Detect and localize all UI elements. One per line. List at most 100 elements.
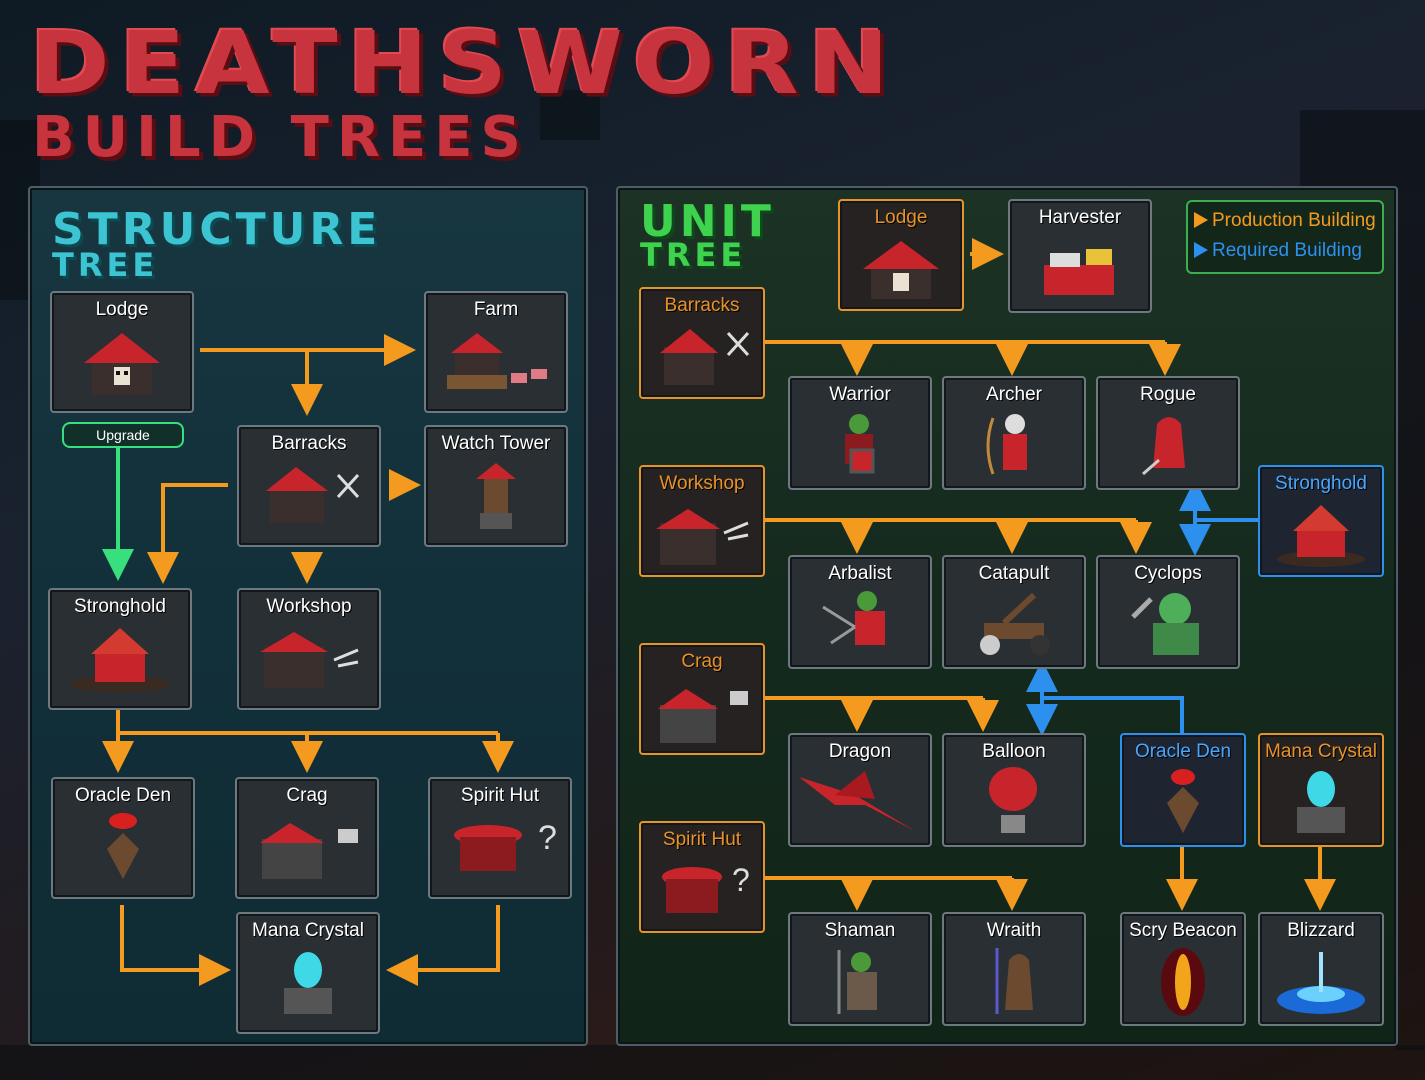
rogue-icon	[1142, 417, 1185, 476]
card-label: Crag	[286, 785, 328, 806]
legend-required-label: Required Building	[1212, 240, 1362, 261]
card-label: Oracle Den	[74, 785, 172, 806]
unit-card-balloon[interactable]: Balloon	[942, 733, 1086, 847]
card-label: Warrior	[829, 384, 891, 405]
legend: Production Building Required Building	[1186, 200, 1384, 274]
unit-tree-heading: UNIT	[640, 196, 775, 247]
card-label: Stronghold	[1275, 473, 1367, 494]
unit-card-mana-crystal[interactable]: Mana Crystal	[1258, 733, 1384, 847]
card-label: Watch Tower	[441, 433, 551, 454]
mana-crystal-icon	[1297, 771, 1345, 833]
structure-card-lodge[interactable]: Lodge	[50, 291, 194, 413]
watch-tower-icon	[476, 463, 516, 529]
unit-card-archer[interactable]: Archer	[942, 376, 1086, 490]
structure-card-spirit-hut[interactable]: Spirit Hut ?	[428, 777, 572, 899]
mana-crystal-icon	[284, 952, 332, 1014]
unit-card-blizzard[interactable]: Blizzard	[1258, 912, 1384, 1026]
wraith-icon	[995, 948, 1033, 1014]
structure-card-crag[interactable]: Crag	[235, 777, 379, 899]
unit-card-rogue[interactable]: Rogue	[1096, 376, 1240, 490]
structure-card-watch-tower[interactable]: Watch Tower	[424, 425, 568, 547]
structure-card-workshop[interactable]: Workshop	[237, 588, 381, 710]
oracle-den-icon	[1167, 769, 1199, 833]
barracks-icon	[660, 329, 750, 385]
farm-icon	[447, 333, 547, 389]
card-label: Workshop	[659, 473, 745, 494]
structure-card-stronghold[interactable]: Stronghold	[48, 588, 192, 710]
lodge-icon	[84, 333, 160, 395]
card-label: Lodge	[874, 207, 928, 228]
card-label: Rogue	[1140, 384, 1196, 405]
legend-production: Production Building	[1194, 210, 1376, 232]
card-label: Farm	[473, 299, 519, 320]
unit-card-workshop[interactable]: Workshop	[639, 465, 765, 577]
unit-card-barracks[interactable]: Barracks	[639, 287, 765, 399]
unit-card-scry-beacon[interactable]: Scry Beacon	[1120, 912, 1246, 1026]
page-title: DEATHSWORN	[30, 12, 899, 114]
spirit-hut-icon: ?	[454, 819, 557, 871]
workshop-icon	[260, 632, 359, 688]
page-subtitle: BUILD TREES	[32, 105, 529, 170]
structure-card-oracle-den[interactable]: Oracle Den	[51, 777, 195, 899]
unit-card-catapult[interactable]: Catapult	[942, 555, 1086, 669]
unit-card-arbalist[interactable]: Arbalist	[788, 555, 932, 669]
archer-icon	[986, 414, 1027, 475]
legend-required: Required Building	[1194, 240, 1362, 262]
card-label: Wraith	[986, 920, 1042, 941]
unit-tree-subheading: TREE	[640, 236, 747, 274]
blizzard-icon	[1277, 952, 1365, 1014]
required-arrow-icon	[1194, 242, 1208, 258]
card-label: Balloon	[982, 741, 1046, 762]
card-label: Dragon	[828, 741, 892, 762]
unit-card-warrior[interactable]: Warrior	[788, 376, 932, 490]
card-label: Catapult	[978, 563, 1050, 584]
card-label: Archer	[986, 384, 1042, 405]
unit-card-spirit-hut[interactable]: Spirit Hut ?	[639, 821, 765, 933]
card-label: Spirit Hut	[662, 829, 742, 850]
structure-tree-heading: STRUCTURE	[52, 204, 382, 255]
unit-card-crag[interactable]: Crag	[639, 643, 765, 755]
unit-card-stronghold[interactable]: Stronghold	[1258, 465, 1384, 577]
unit-card-harvester[interactable]: Harvester	[1008, 199, 1152, 313]
unit-card-oracle-den[interactable]: Oracle Den	[1120, 733, 1246, 847]
crag-icon	[260, 823, 358, 879]
unit-card-dragon[interactable]: Dragon	[788, 733, 932, 847]
unit-card-lodge[interactable]: Lodge	[838, 199, 964, 311]
structure-card-mana-crystal[interactable]: Mana Crystal	[236, 912, 380, 1034]
legend-production-label: Production Building	[1212, 210, 1376, 231]
barracks-icon	[266, 467, 360, 523]
card-label: Barracks	[271, 433, 347, 454]
card-label: Crag	[681, 651, 723, 672]
card-label: Arbalist	[828, 563, 892, 584]
card-label: Blizzard	[1287, 920, 1355, 941]
warrior-icon	[845, 414, 875, 474]
card-label: Mana Crystal	[252, 920, 364, 941]
upgrade-tag: Upgrade	[62, 422, 184, 448]
svg-text:?: ?	[732, 862, 750, 898]
stronghold-icon	[70, 628, 170, 692]
dragon-icon	[799, 771, 915, 831]
spirit-hut-icon: ?	[662, 862, 750, 913]
card-label: Spirit Hut	[460, 785, 540, 806]
svg-text:?: ?	[538, 819, 557, 857]
structure-card-barracks[interactable]: Barracks	[237, 425, 381, 547]
workshop-icon	[656, 509, 749, 565]
unit-card-wraith[interactable]: Wraith	[942, 912, 1086, 1026]
oracle-den-icon	[107, 813, 139, 879]
shaman-icon	[837, 950, 877, 1014]
card-label: Lodge	[95, 299, 149, 320]
stronghold-icon	[1277, 505, 1365, 567]
card-label: Oracle Den	[1134, 741, 1232, 762]
card-label: Barracks	[664, 295, 740, 316]
card-label: Stronghold	[74, 596, 166, 617]
production-arrow-icon	[1194, 212, 1208, 228]
unit-card-cyclops[interactable]: Cyclops	[1096, 555, 1240, 669]
card-label: Harvester	[1038, 207, 1122, 228]
card-label: Scry Beacon	[1129, 920, 1237, 941]
structure-card-farm[interactable]: Farm	[424, 291, 568, 413]
card-label: Shaman	[824, 920, 896, 941]
cyclops-icon	[1131, 593, 1199, 655]
unit-card-shaman[interactable]: Shaman	[788, 912, 932, 1026]
harvester-icon	[1044, 249, 1114, 295]
